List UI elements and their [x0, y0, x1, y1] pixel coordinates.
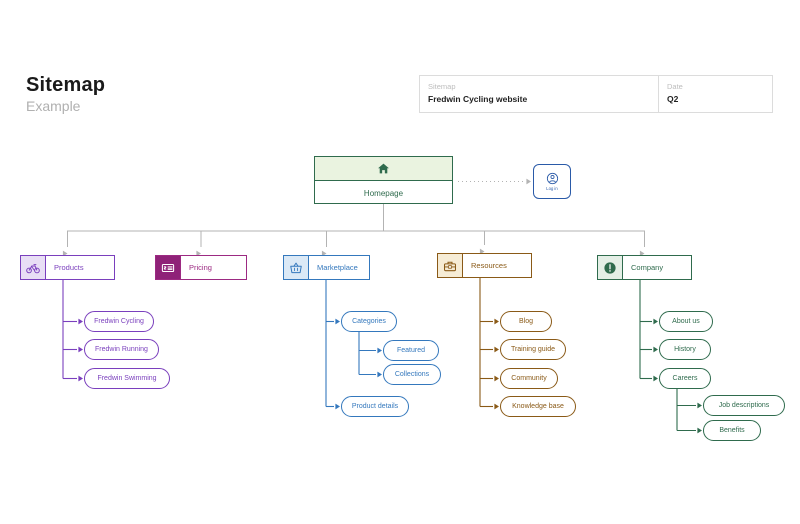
- node-subpage[interactable]: Knowledge base: [500, 396, 576, 417]
- homepage-icon-area: [315, 157, 452, 181]
- node-subpage[interactable]: Careers: [659, 368, 711, 389]
- node-label: Fredwin Running: [95, 346, 148, 353]
- info-cell-date: Date Q2: [659, 76, 772, 112]
- node-label: Product details: [351, 403, 399, 410]
- page-title: Sitemap: [26, 74, 106, 96]
- connector-arrowhead: [62, 250, 68, 257]
- connector-arrowhead: [78, 375, 83, 382]
- connector-arrowhead: [335, 318, 340, 325]
- connector-arrowhead: [653, 318, 658, 325]
- info-cell-sitemap: Sitemap Fredwin Cycling website: [420, 76, 659, 112]
- node-label: Knowledge base: [512, 403, 564, 410]
- node-label: Featured: [396, 347, 426, 354]
- node-category-products[interactable]: Products: [20, 255, 115, 280]
- connector-line: [67, 230, 384, 247]
- bicycle-icon: [26, 263, 40, 273]
- node-label: Fredwin Cycling: [94, 318, 144, 325]
- node-label: History: [674, 346, 696, 353]
- connector-arrowhead: [653, 375, 658, 382]
- user-circle-icon: [546, 172, 558, 185]
- node-subpage[interactable]: Blog: [500, 311, 552, 332]
- connector-arrowhead: [653, 346, 658, 353]
- node-subpage[interactable]: About us: [659, 311, 713, 332]
- info-value-sitemap: Fredwin Cycling website: [428, 94, 528, 104]
- bill-icon: [161, 263, 175, 272]
- node-subpage[interactable]: Training guide: [500, 339, 566, 360]
- node-subpage-nested[interactable]: Job descriptions: [703, 395, 785, 416]
- node-category-company[interactable]: Company: [597, 255, 692, 280]
- node-subpage[interactable]: Fredwin Swimming: [84, 368, 170, 389]
- node-category-label: Pricing: [189, 263, 212, 272]
- connector-arrowhead: [697, 427, 702, 434]
- connector-arrowhead: [494, 346, 499, 353]
- bill-icon-container: [156, 256, 181, 279]
- node-login[interactable]: Log in: [533, 164, 571, 199]
- node-category-resources[interactable]: Resources: [437, 253, 532, 278]
- info-value-date: Q2: [667, 94, 679, 104]
- node-label: Training guide: [510, 346, 556, 353]
- node-subpage[interactable]: Product details: [341, 396, 409, 417]
- node-label: Careers: [672, 375, 698, 382]
- node-category-label: Company: [631, 263, 664, 272]
- connector-line: [383, 230, 645, 247]
- node-subpage[interactable]: Fredwin Cycling: [84, 311, 154, 332]
- node-category-pricing[interactable]: Pricing: [155, 255, 247, 280]
- connector-line: [200, 230, 384, 247]
- info-box: Sitemap Fredwin Cycling website Date Q2: [419, 75, 773, 113]
- toolbox-icon-container: [438, 254, 463, 277]
- node-label: About us: [672, 318, 700, 325]
- node-login-label: Log in: [546, 186, 558, 191]
- node-label: Community: [511, 375, 547, 382]
- connector-arrowhead: [697, 402, 702, 409]
- connector-arrowhead: [196, 250, 201, 257]
- node-label: Job descriptions: [718, 402, 770, 409]
- node-label: Blog: [518, 318, 533, 325]
- home-icon: [378, 163, 389, 174]
- page-subtitle: Example: [26, 98, 81, 114]
- node-label: Collections: [394, 371, 430, 378]
- node-category-label: Marketplace: [317, 263, 358, 272]
- connector-arrowhead: [335, 403, 340, 410]
- connector-arrowhead: [377, 371, 382, 378]
- node-category-label: Products: [54, 263, 84, 272]
- connector-arrowhead: [526, 178, 531, 185]
- node-subpage[interactable]: Community: [500, 368, 558, 389]
- node-subpage[interactable]: History: [659, 339, 711, 360]
- node-homepage[interactable]: Homepage: [314, 156, 453, 204]
- basket-icon: [290, 262, 302, 273]
- toolbox-icon: [443, 261, 457, 271]
- node-category-label: Resources: [471, 261, 507, 270]
- connector-arrowhead: [321, 250, 327, 257]
- connector-line: [383, 230, 485, 245]
- info-circle-icon-container: [598, 256, 623, 279]
- connector-arrowhead: [377, 347, 382, 354]
- connector-arrowhead: [479, 248, 485, 255]
- info-label-date: Date: [667, 82, 683, 91]
- node-homepage-label: Homepage: [363, 188, 404, 198]
- info-label-sitemap: Sitemap: [428, 82, 456, 91]
- bicycle-icon-container: [21, 256, 46, 279]
- node-category-marketplace[interactable]: Marketplace: [283, 255, 370, 280]
- node-label: Categories: [352, 318, 386, 325]
- node-subpage[interactable]: Fredwin Running: [84, 339, 159, 360]
- connector-arrowhead: [78, 318, 83, 325]
- connector-arrowhead: [639, 250, 645, 257]
- connector-arrowhead: [494, 375, 499, 382]
- connector-arrowhead: [78, 346, 83, 353]
- connector-line: [326, 230, 384, 247]
- node-subpage-nested[interactable]: Collections: [383, 364, 441, 385]
- node-subpage-nested[interactable]: Featured: [383, 340, 439, 361]
- node-subpage-nested[interactable]: Benefits: [703, 420, 761, 441]
- node-subpage[interactable]: Categories: [341, 311, 397, 332]
- connector-arrowhead: [494, 403, 499, 410]
- info-circle-icon: [604, 261, 616, 274]
- node-label: Fredwin Swimming: [97, 375, 157, 382]
- connector-arrowhead: [494, 318, 499, 325]
- node-label: Benefits: [719, 427, 745, 434]
- basket-icon-container: [284, 256, 309, 279]
